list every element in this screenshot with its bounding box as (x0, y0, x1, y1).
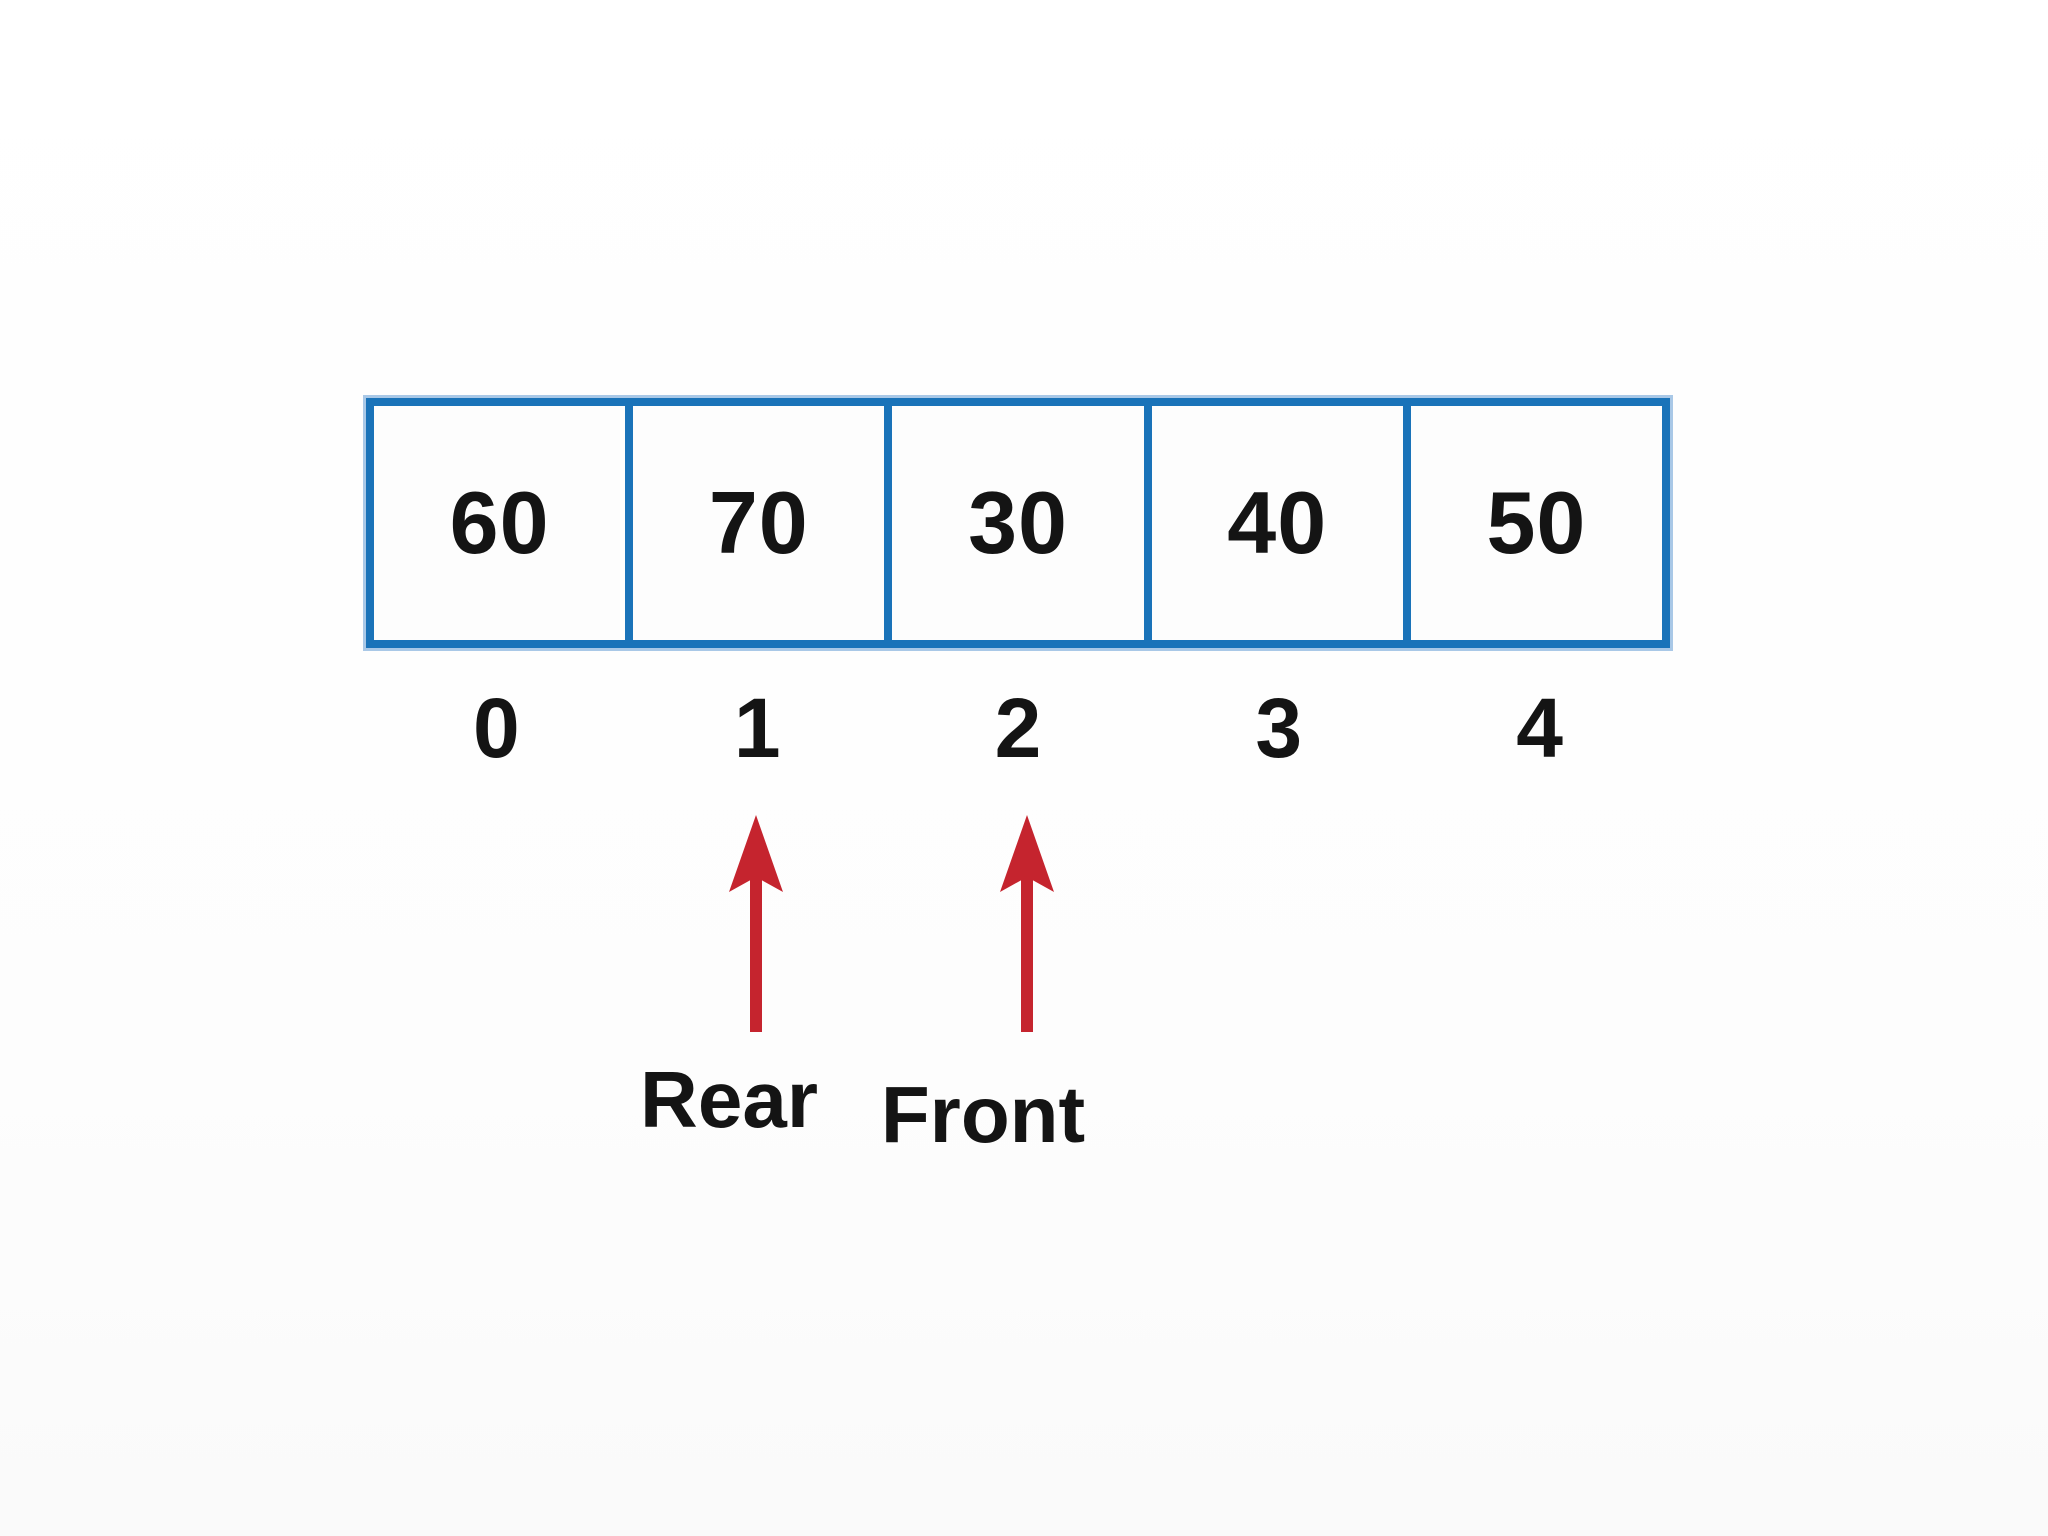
array-cell-4: 50 (1402, 406, 1663, 640)
index-label-1: 1 (733, 681, 781, 775)
array-cell-0: 60 (374, 406, 626, 640)
array-cell-2: 30 (884, 406, 1144, 640)
cell-value: 30 (968, 473, 1068, 572)
rear-label: Rear (640, 1055, 818, 1144)
index-label-3: 3 (1255, 681, 1303, 775)
index-row: 0 1 2 3 4 (366, 686, 1670, 770)
queue-array: 60 70 30 40 50 (366, 398, 1670, 648)
index-label-0: 0 (473, 681, 520, 775)
front-pointer-arrow-icon (997, 815, 1057, 1032)
cell-value: 70 (708, 473, 809, 572)
index-label-2: 2 (994, 681, 1042, 775)
array-cell-1: 70 (625, 406, 885, 640)
rear-pointer-arrow-icon (726, 815, 786, 1032)
cell-value: 60 (449, 473, 550, 572)
front-label: Front (880, 1070, 1086, 1159)
cell-value: 50 (1486, 473, 1587, 572)
cell-value: 40 (1227, 473, 1328, 572)
index-label-4: 4 (1516, 681, 1563, 775)
array-cell-3: 40 (1143, 406, 1403, 640)
